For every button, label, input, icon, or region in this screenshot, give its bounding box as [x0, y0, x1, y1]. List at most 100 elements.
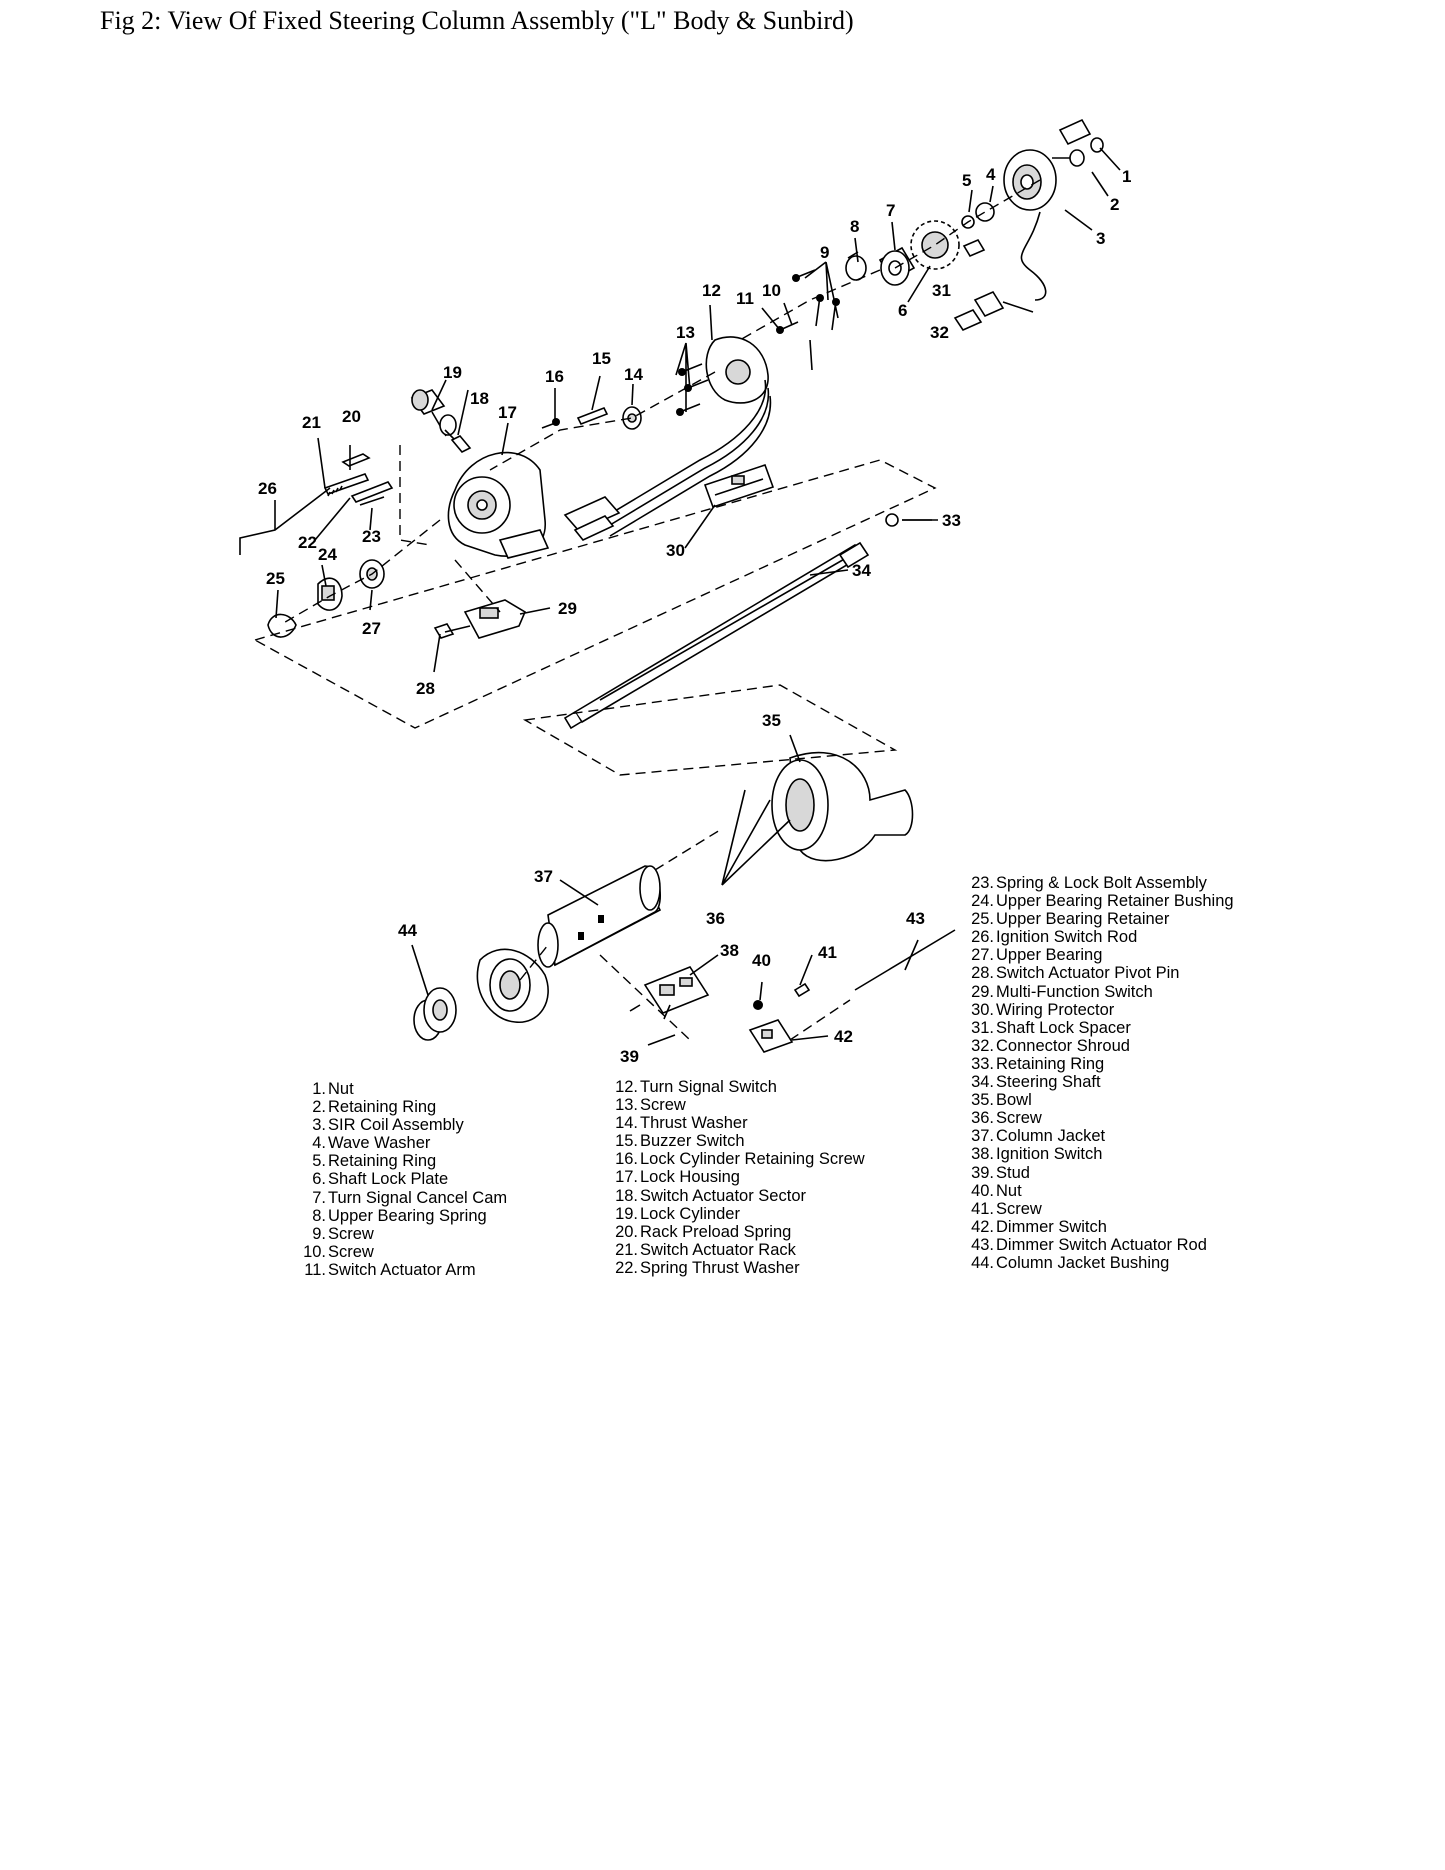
callout-29: 29 — [558, 599, 577, 618]
callout-37: 37 — [534, 867, 553, 886]
callout-7: 7 — [886, 201, 895, 220]
legend-item: 21.Switch Actuator Rack — [615, 1240, 796, 1259]
callout-26: 26 — [258, 479, 277, 498]
legend-item: 27.Upper Bearing — [971, 946, 1103, 965]
callout-44: 44 — [398, 921, 417, 940]
legend-item: 28.Switch Actuator Pivot Pin — [971, 964, 1180, 983]
legend-item: 31.Shaft Lock Spacer — [971, 1018, 1131, 1037]
callout-38: 38 — [720, 941, 739, 960]
callout-23: 23 — [362, 527, 381, 546]
legend-item: 23.Spring & Lock Bolt Assembly — [971, 874, 1207, 892]
legend-item: 43.Dimmer Switch Actuator Rod — [971, 1235, 1207, 1254]
legend-item: 6.Shaft Lock Plate — [312, 1170, 449, 1189]
cancel-cam-group — [845, 202, 995, 286]
legend-item: 16.Lock Cylinder Retaining Screw — [615, 1150, 865, 1169]
legend-item: 18.Switch Actuator Sector — [615, 1186, 806, 1205]
ignition-switch-group — [629, 966, 710, 1020]
callout-5: 5 — [962, 171, 971, 190]
callout-41: 41 — [818, 943, 837, 962]
callout-34: 34 — [852, 561, 871, 580]
legend-item: 17.Lock Housing — [615, 1168, 740, 1187]
legend-item: 11.Switch Actuator Arm — [304, 1260, 476, 1279]
legend-item: 36.Screw — [971, 1109, 1042, 1128]
legend-item: 20.Rack Preload Spring — [615, 1222, 792, 1241]
dimmer-switch-group — [748, 929, 956, 1053]
upper-assembly-boundary — [253, 459, 937, 729]
wiring-protector-group — [703, 463, 775, 509]
callout-6: 6 — [898, 301, 907, 320]
connector-shroud-group — [953, 290, 1034, 332]
legend-item: 29.Multi-Function Switch — [971, 982, 1153, 1001]
lock-housing-group — [447, 451, 550, 559]
legend-item: 22.Spring Thrust Washer — [615, 1258, 800, 1277]
explosion-lines — [279, 179, 1041, 1041]
legend-item: 30.Wiring Protector — [971, 1000, 1115, 1019]
callout-31: 31 — [932, 281, 951, 300]
callout-28: 28 — [416, 679, 435, 698]
column-jacket-group — [537, 865, 662, 968]
figure-title: Fig 2: View Of Fixed Steering Column Ass… — [100, 6, 854, 35]
legend-item: 35.Bowl — [971, 1091, 1032, 1110]
callout-39: 39 — [620, 1047, 639, 1066]
callout-10: 10 — [762, 281, 781, 300]
callout-24: 24 — [318, 545, 337, 564]
callout-22: 22 — [298, 533, 317, 552]
legend-column-3: 23.Spring & Lock Bolt Assembly 24.Upper … — [968, 874, 1234, 1272]
lock-cylinder-group — [410, 389, 472, 453]
callout-21: 21 — [302, 413, 321, 432]
legend-item: 26.Ignition Switch Rod — [971, 928, 1138, 947]
callout-32: 32 — [930, 323, 949, 342]
legend-item: 41.Screw — [971, 1199, 1042, 1218]
legend-item: 10.Screw — [303, 1242, 374, 1261]
turn-signal-switch-group — [563, 336, 772, 541]
legend-item: 25.Upper Bearing Retainer — [971, 910, 1170, 929]
callout-20: 20 — [342, 407, 361, 426]
legend-item: 34.Steering Shaft — [971, 1073, 1101, 1092]
callout-9: 9 — [820, 243, 829, 262]
callout-42: 42 — [834, 1027, 853, 1046]
callout-14: 14 — [624, 365, 643, 384]
legend-item: 12.Turn Signal Switch — [615, 1078, 777, 1096]
callout-15: 15 — [592, 349, 611, 368]
multifunction-switch-group — [433, 599, 527, 639]
legend-item: 19.Lock Cylinder — [615, 1204, 740, 1223]
legend-item: 2.Retaining Ring — [312, 1098, 437, 1117]
callout-8: 8 — [850, 217, 859, 236]
callout-numbers: 1 2 3 4 5 6 7 8 9 10 11 12 13 14 15 16 1… — [258, 165, 1131, 1066]
callout-12: 12 — [702, 281, 721, 300]
legend-column-1: 1.Nut 2.Retaining Ring 3.SIR Coil Assemb… — [300, 1080, 507, 1279]
legend-item: 5.Retaining Ring — [312, 1152, 437, 1171]
legend-item: 40.Nut — [971, 1181, 1022, 1200]
callout-27: 27 — [362, 619, 381, 638]
legend-item: 14.Thrust Washer — [615, 1114, 748, 1133]
legend-item: 7.Turn Signal Cancel Cam — [312, 1188, 508, 1207]
legend-item: 4.Wave Washer — [312, 1134, 431, 1153]
callout-33: 33 — [942, 511, 961, 530]
callout-1: 1 — [1122, 167, 1131, 186]
callout-3: 3 — [1096, 229, 1105, 248]
callout-36: 36 — [706, 909, 725, 928]
leader-lines — [274, 147, 1121, 1046]
callout-30: 30 — [666, 541, 685, 560]
lower-shaft-boundary — [522, 684, 898, 776]
legend-item: 1.Nut — [312, 1080, 354, 1098]
legend-item: 33.Retaining Ring — [971, 1054, 1105, 1073]
legend-column-2: 12.Turn Signal Switch 13.Screw 14.Thrust… — [612, 1078, 865, 1277]
callout-13: 13 — [676, 323, 695, 342]
callout-19: 19 — [443, 363, 462, 382]
callout-43: 43 — [906, 909, 925, 928]
legend-item: 8.Upper Bearing Spring — [312, 1206, 487, 1225]
legend-item: 44.Column Jacket Bushing — [971, 1253, 1170, 1272]
callout-2: 2 — [1110, 195, 1119, 214]
sir-coil-group — [1003, 118, 1104, 301]
legend-item: 39.Stud — [971, 1163, 1030, 1182]
legend-item: 32.Connector Shroud — [971, 1036, 1130, 1055]
legend-item: 38.Ignition Switch — [971, 1145, 1103, 1164]
callout-18: 18 — [470, 389, 489, 408]
legend-item: 24.Upper Bearing Retainer Bushing — [971, 892, 1234, 911]
callout-11: 11 — [736, 289, 754, 308]
callout-4: 4 — [986, 165, 996, 184]
legend-item: 42.Dimmer Switch — [971, 1217, 1107, 1236]
callout-35: 35 — [762, 711, 781, 730]
